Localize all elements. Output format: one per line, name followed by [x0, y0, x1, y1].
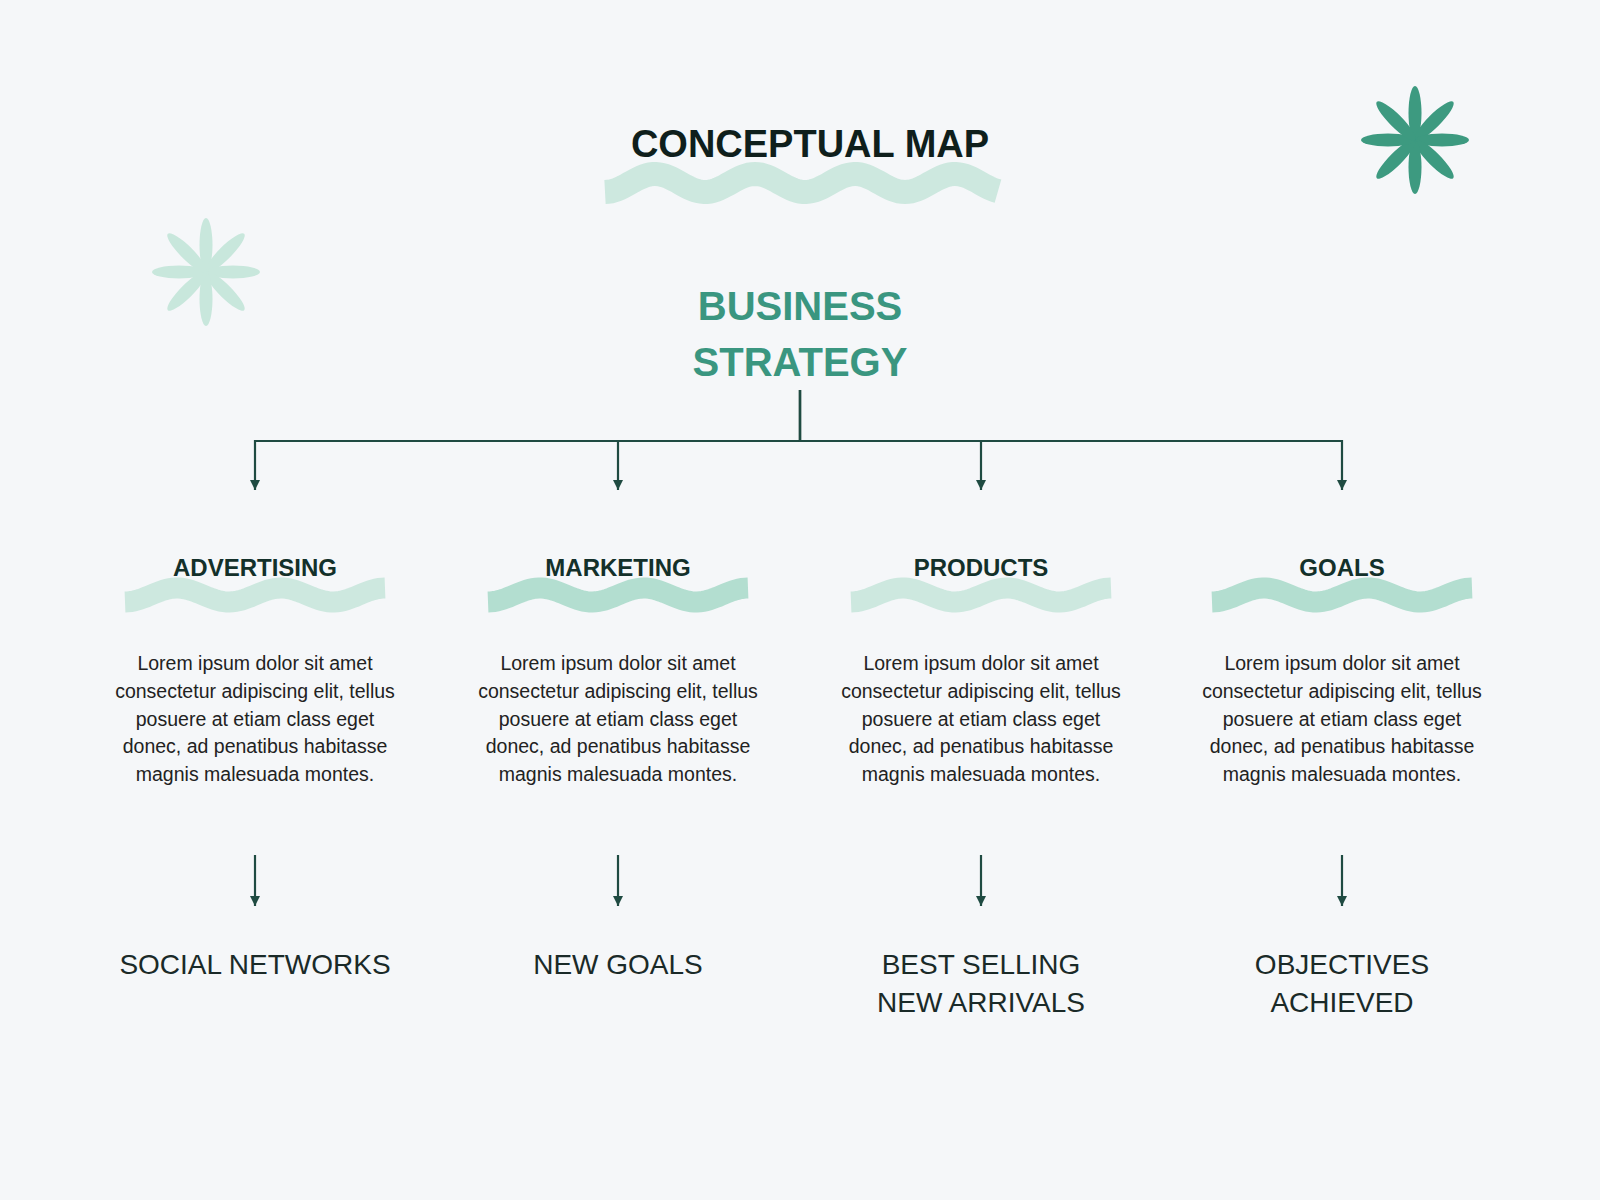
outcome-node: BEST SELLING NEW ARRIVALS [861, 906, 1101, 1036]
category-heading: ADVERTISING [105, 553, 405, 583]
star-arm [163, 229, 210, 276]
connector-arrow [254, 855, 256, 906]
category-heading: PRODUCTS [831, 553, 1131, 583]
root-node: BUSINESS STRATEGY [600, 278, 1000, 390]
outcome-node: SOCIAL NETWORKS [75, 906, 435, 1036]
outcome-node: NEW GOALS [438, 906, 798, 1036]
category-body: Lorem ipsum dolor sit amet consectetur a… [105, 650, 405, 789]
title-wave [605, 174, 998, 192]
connector-arrow [618, 390, 800, 490]
connector-arrow [1341, 855, 1343, 906]
connector-arrow [800, 390, 1342, 490]
wave-stroke [851, 588, 1111, 602]
connector-arrow [617, 855, 619, 906]
star-decoration [1361, 86, 1469, 194]
category-body: Lorem ipsum dolor sit amet consectetur a… [831, 650, 1131, 789]
category-node: MARKETING Lorem ipsum dolor sit amet cons… [468, 490, 768, 855]
wave-stroke [488, 588, 748, 602]
category-heading: MARKETING [468, 553, 768, 583]
connector-arrow [980, 855, 982, 906]
wave-stroke [1212, 588, 1472, 602]
root-title: BUSINESS STRATEGY [600, 278, 1000, 390]
wave-stroke [125, 588, 385, 602]
category-heading: GOALS [1192, 553, 1492, 583]
star-decoration [152, 218, 260, 326]
star-arm [1372, 97, 1419, 144]
connector-arrow [255, 390, 800, 490]
category-body: Lorem ipsum dolor sit amet consectetur a… [1192, 650, 1492, 789]
connector-arrow [800, 390, 981, 490]
outcome-node: OBJECTIVES ACHIEVED [1232, 906, 1452, 1036]
category-node: ADVERTISING Lorem ipsum dolor sit amet co… [105, 490, 405, 855]
outcome-label: NEW GOALS [438, 946, 798, 984]
category-node: PRODUCTS Lorem ipsum dolor sit amet conse… [831, 490, 1131, 855]
map-title: CONCEPTUAL MAP [560, 118, 1060, 170]
category-body: Lorem ipsum dolor sit amet consectetur a… [468, 650, 768, 789]
outcome-label: SOCIAL NETWORKS [75, 946, 435, 984]
outcome-label: OBJECTIVES ACHIEVED [1232, 946, 1452, 1022]
outcome-label: BEST SELLING NEW ARRIVALS [861, 946, 1101, 1022]
category-node: GOALS Lorem ipsum dolor sit amet consecte… [1192, 490, 1492, 855]
